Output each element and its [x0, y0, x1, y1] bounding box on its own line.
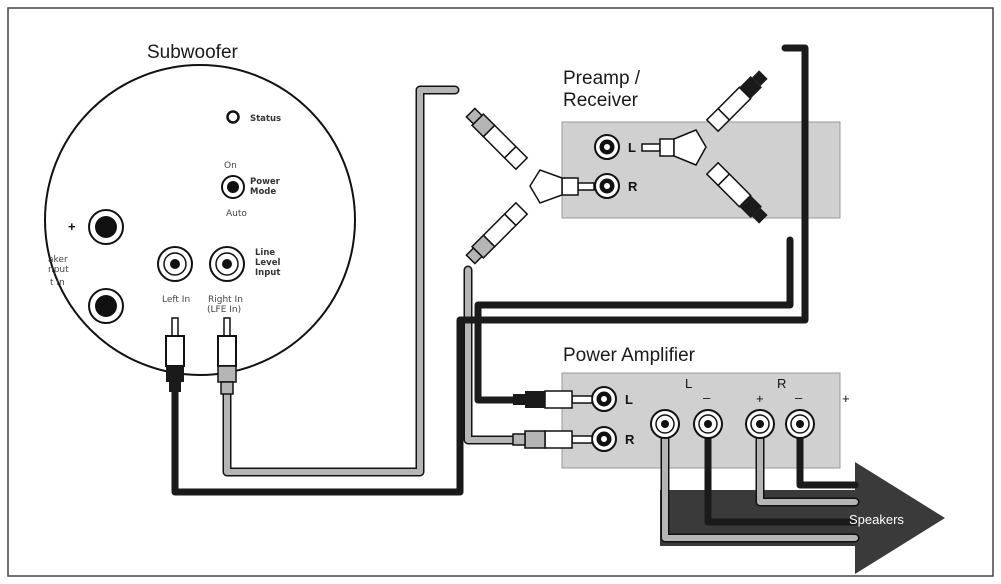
speaker-input-left-label: t In [50, 278, 65, 288]
power-mode-switch[interactable] [221, 175, 245, 199]
power-mode-auto-label: Auto [226, 209, 247, 219]
speaker-wire-l-plus [662, 422, 858, 541]
preamp-title-line-2: Receiver [563, 90, 639, 111]
amp-r-minus-label: – [795, 390, 803, 405]
speaker-input-plus-post[interactable] [88, 209, 124, 245]
amp-terminal-l-label: L [685, 376, 692, 391]
sub-right-plug [217, 317, 237, 395]
amp-r-plus-label: + [842, 391, 850, 406]
speaker-input-label: aker nput [48, 255, 71, 275]
amp-r-in-jack[interactable] [591, 426, 617, 452]
power-mode-label: Power Mode [250, 177, 283, 197]
speaker-wire-r-plus [757, 422, 858, 505]
subwoofer-panel [44, 64, 356, 376]
sub-right-in-jack[interactable] [209, 246, 245, 282]
preamp-r-y-adapter [465, 107, 595, 265]
amp-l-in-jack[interactable] [591, 386, 617, 412]
line-level-line-2: Level [255, 258, 280, 268]
cables [171, 44, 860, 543]
line-level-line-1: Line [255, 248, 275, 258]
right-in-label: Right In (LFE In) [207, 295, 246, 315]
amplifier-title: Power Amplifier [563, 345, 696, 366]
speakers-label: Speakers [849, 512, 904, 527]
amp-r-plus-terminal[interactable] [745, 409, 775, 439]
left-in-label: Left In [162, 295, 190, 305]
power-mode-line-1: Power [250, 177, 281, 187]
power-mode-on-label: On [224, 161, 237, 171]
amp-r-in-plug [512, 430, 593, 449]
speaker-wire-l-minus [704, 421, 859, 526]
amp-r-label: R [625, 432, 635, 447]
right-in-line-1: Right In [208, 295, 243, 305]
preamp-l-label: L [628, 140, 636, 155]
amp-l-minus-terminal[interactable] [693, 409, 723, 439]
speaker-input-plus-label: + [68, 219, 76, 234]
amp-r-minus-terminal[interactable] [785, 409, 815, 439]
amp-l-in-plug [513, 390, 593, 409]
black-cable-2 [474, 236, 794, 404]
amp-l-plus-terminal[interactable] [650, 409, 680, 439]
amp-l-minus-label: – [703, 390, 711, 405]
amp-terminal-r-label: R [777, 376, 786, 391]
line-level-input-label: Line Level Input [255, 248, 283, 278]
amp-l-label: L [625, 392, 633, 407]
preamp-l-y-adapter [641, 70, 768, 224]
gray-cable-1 [224, 87, 458, 475]
status-led-icon [226, 110, 240, 124]
subwoofer-title: Subwoofer [147, 42, 239, 63]
gray-cable-2 [465, 267, 518, 443]
speaker-input-line-2: nput [48, 265, 69, 275]
status-label: Status [250, 114, 281, 124]
speaker-wire-r-minus [796, 421, 859, 489]
sub-left-plug [165, 317, 185, 392]
speakers-arrow [660, 462, 945, 574]
power-mode-line-2: Mode [250, 187, 276, 197]
right-in-line-2: (LFE In) [207, 305, 241, 315]
amp-l-plus-label: + [756, 391, 764, 406]
line-level-line-3: Input [255, 268, 280, 278]
speaker-input-minus-post[interactable] [88, 288, 124, 324]
speaker-input-line-1: aker [48, 255, 68, 265]
preamp-r-label: R [628, 179, 638, 194]
preamp-title-line-1: Preamp / [563, 68, 641, 89]
black-cable-1 [171, 44, 809, 496]
sub-left-in-jack[interactable] [157, 246, 193, 282]
preamp-r-out-jack[interactable] [594, 173, 620, 199]
preamp-l-out-jack[interactable] [594, 134, 620, 160]
